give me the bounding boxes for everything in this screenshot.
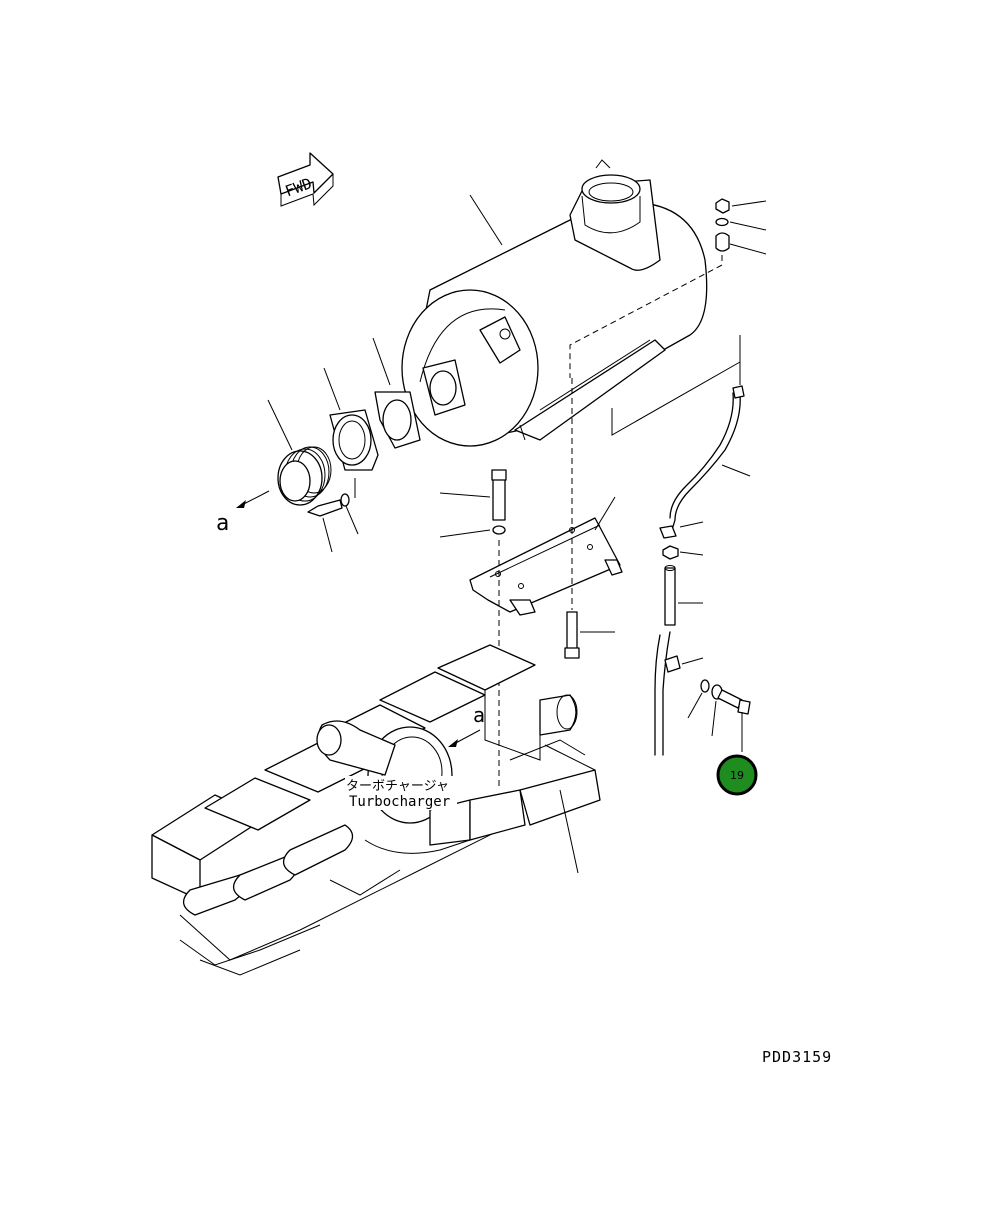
fwd-arrow-icon: FWD bbox=[277, 152, 334, 207]
turbo-label-jp: ターボチャージャ bbox=[346, 779, 449, 794]
fwd-label: FWD bbox=[283, 174, 315, 200]
view-ref-left: a bbox=[216, 511, 229, 536]
callout-circle[interactable] bbox=[716, 754, 758, 796]
engine-assembly: a bbox=[151, 644, 601, 976]
mounting-hardware-top-right bbox=[569, 198, 767, 378]
turbo-label-en: Turbocharger bbox=[349, 794, 450, 810]
exhaust-joint-parts: a bbox=[216, 337, 421, 553]
drawing-code: PDD3159 bbox=[762, 1048, 832, 1066]
view-ref-engine: a bbox=[473, 703, 485, 727]
callout-number: 19 bbox=[730, 769, 744, 782]
muffler bbox=[401, 159, 708, 447]
drain-tube-assembly bbox=[611, 335, 751, 756]
callout-19-badge[interactable]: 19 bbox=[716, 754, 758, 796]
